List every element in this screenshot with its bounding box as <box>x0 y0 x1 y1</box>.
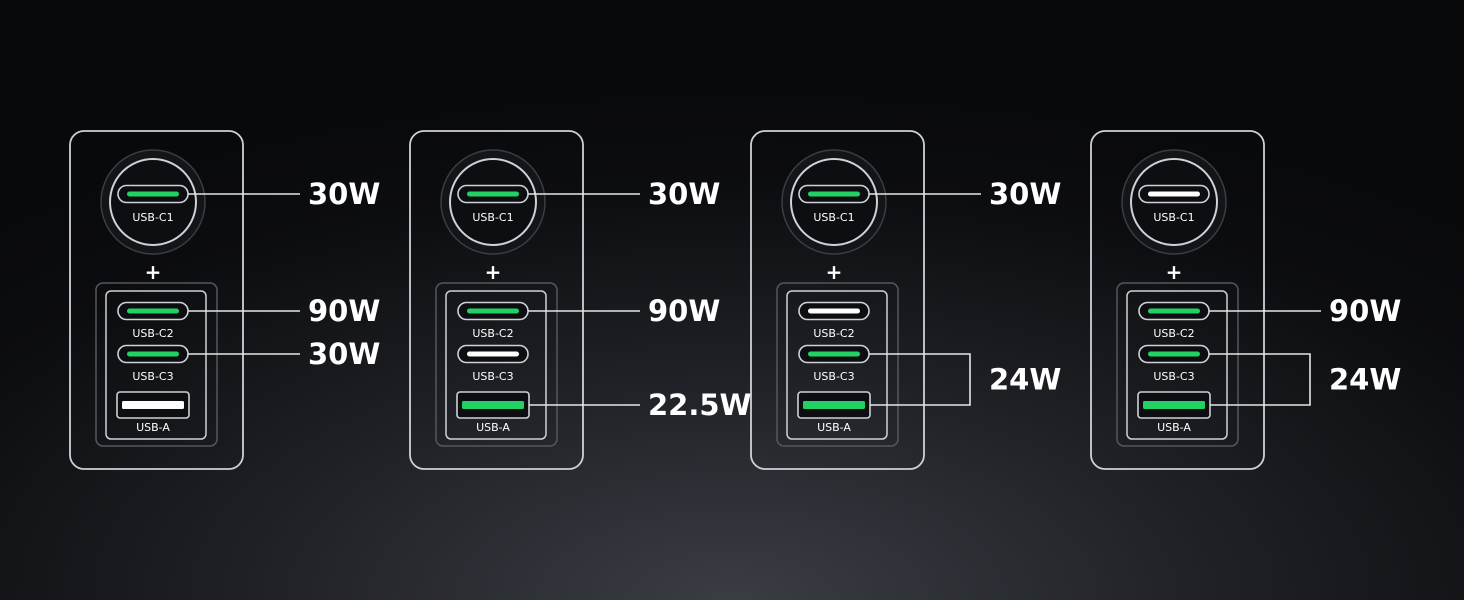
port-label: USB-A <box>136 421 170 434</box>
usb-a-port-contact-active <box>803 401 865 409</box>
wattage-label: 30W <box>308 177 380 211</box>
port-label: USB-A <box>1157 421 1191 434</box>
callout-bracket <box>869 353 971 406</box>
plus-sign: + <box>1166 260 1183 284</box>
usb-c-port-contact-active <box>808 351 860 357</box>
wattage-label: 90W <box>1329 294 1401 328</box>
usb-a-port-contact-idle <box>122 401 184 409</box>
charger-outline <box>409 130 584 470</box>
usb-c-port-contact-active <box>467 308 519 314</box>
port-label: USB-C3 <box>813 370 854 383</box>
wattage-callout: 30W <box>188 177 380 211</box>
port-group-inner <box>786 290 888 440</box>
wattage-label: 90W <box>308 294 380 328</box>
usb-c-port-contact-active <box>467 191 519 197</box>
wattage-callout: 30W <box>528 177 720 211</box>
plus-sign: + <box>485 260 502 284</box>
wattage-callout: 22.5W <box>529 388 752 422</box>
usb-c-port-contact-active <box>127 308 179 314</box>
wattage-callout: 30W <box>188 337 380 371</box>
usb-c-port-contact-idle <box>1148 191 1200 197</box>
wattage-label: 24W <box>1329 363 1401 397</box>
plus-sign: + <box>826 260 843 284</box>
wattage-label: 22.5W <box>648 388 752 422</box>
charger-outline <box>1090 130 1265 470</box>
usb-c-port-contact-active <box>1148 351 1200 357</box>
port-group-outer <box>435 282 558 447</box>
plus-sign: + <box>145 260 162 284</box>
wattage-callout: 90W <box>1209 294 1401 328</box>
port-label: USB-C2 <box>132 327 173 340</box>
charger-outline <box>69 130 244 470</box>
port-label: USB-C2 <box>813 327 854 340</box>
port-group-outer <box>776 282 899 447</box>
charger-outline <box>750 130 925 470</box>
port-label: USB-C3 <box>472 370 513 383</box>
callout-bracket <box>1209 353 1311 406</box>
port-label: USB-A <box>476 421 510 434</box>
wattage-callout: 90W <box>528 294 720 328</box>
usb-c-port-contact-idle <box>467 351 519 357</box>
port-label: USB-C1 <box>472 211 513 224</box>
usb-a-port-contact-active <box>1143 401 1205 409</box>
port-group-outer <box>95 282 218 447</box>
usb-c-port-contact-active <box>808 191 860 197</box>
usb-c-port-contact-active <box>127 351 179 357</box>
port-group-inner <box>445 290 547 440</box>
usb-c-port-contact-active <box>1148 308 1200 314</box>
port-label: USB-C3 <box>132 370 173 383</box>
port-label: USB-A <box>817 421 851 434</box>
wattage-label: 30W <box>989 177 1061 211</box>
port-group-inner <box>1126 290 1228 440</box>
wattage-callout: 90W <box>188 294 380 328</box>
usb-c-port-contact-active <box>127 191 179 197</box>
port-label: USB-C1 <box>813 211 854 224</box>
port-label: USB-C1 <box>1153 211 1194 224</box>
port-label: USB-C3 <box>1153 370 1194 383</box>
usb-c-port-contact-idle <box>808 308 860 314</box>
port-label: USB-C2 <box>472 327 513 340</box>
port-label: USB-C2 <box>1153 327 1194 340</box>
port-group-outer <box>1116 282 1239 447</box>
wattage-label: 30W <box>648 177 720 211</box>
wattage-callout: 24W <box>1209 353 1401 406</box>
port-label: USB-C1 <box>132 211 173 224</box>
wattage-callout: 30W <box>869 177 1061 211</box>
wattage-callout: 24W <box>869 353 1061 406</box>
usb-a-port-contact-active <box>462 401 524 409</box>
wattage-label: 90W <box>648 294 720 328</box>
wattage-label: 30W <box>308 337 380 371</box>
wattage-label: 24W <box>989 363 1061 397</box>
port-group-inner <box>105 290 207 440</box>
